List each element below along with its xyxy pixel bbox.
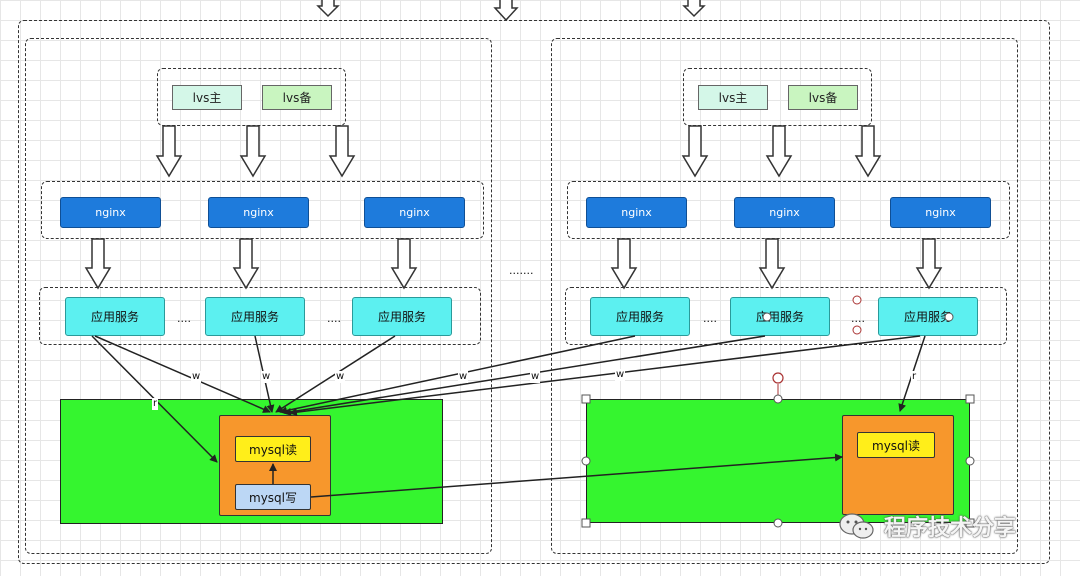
- right-lvs-backup[interactable]: lvs备: [788, 85, 858, 110]
- left-mysql-write[interactable]: mysql写: [235, 484, 311, 510]
- watermark-text: 程序技术分享: [884, 516, 1017, 541]
- edge-label-r: r: [152, 398, 159, 410]
- down-arrow-icon: [155, 125, 183, 178]
- rotate-handle-icon: [772, 372, 784, 384]
- right-lvs-primary[interactable]: lvs主: [698, 85, 768, 110]
- right-nginx-2[interactable]: nginx: [734, 197, 835, 228]
- mysql-write-label: mysql写: [249, 490, 297, 505]
- down-arrow-icon: [232, 238, 260, 290]
- app-service-label: 应用服务: [90, 310, 139, 324]
- nginx-label: nginx: [95, 206, 126, 219]
- left-ellipsis-1: ....: [177, 312, 191, 325]
- left-nginx-2[interactable]: nginx: [208, 197, 309, 228]
- right-ellipsis-1: ....: [703, 312, 717, 325]
- right-hollow-arrows: [610, 125, 943, 290]
- nginx-label: nginx: [925, 206, 956, 219]
- left-nginx-3[interactable]: nginx: [364, 197, 465, 228]
- down-arrow-icon: [316, 0, 340, 18]
- read-edges: [91, 335, 926, 463]
- right-nginx-3[interactable]: nginx: [890, 197, 991, 228]
- left-lvs-backup[interactable]: lvs备: [262, 85, 332, 110]
- right-app-3[interactable]: 应用服务: [878, 297, 978, 336]
- nginx-label: nginx: [243, 206, 274, 219]
- down-arrow-icon: [681, 125, 709, 178]
- lvs-backup-label: lvs备: [282, 91, 312, 105]
- right-app-1[interactable]: 应用服务: [590, 297, 690, 336]
- left-app-group: [39, 287, 481, 345]
- down-arrow-icon: [84, 238, 112, 290]
- selection-handles[interactable]: [581, 372, 975, 528]
- left-app-3[interactable]: 应用服务: [352, 297, 452, 336]
- left-lvs-primary[interactable]: lvs主: [172, 85, 242, 110]
- app-service-label: 应用服务: [377, 310, 426, 324]
- left-nginx-1[interactable]: nginx: [60, 197, 161, 228]
- down-arrow-icon: [493, 0, 519, 22]
- connection-points[interactable]: [762, 295, 954, 335]
- mysql-read-label: mysql读: [249, 442, 297, 457]
- down-arrow-icon: [328, 125, 356, 178]
- replication-edges: [269, 453, 843, 498]
- down-arrow-icon: [854, 125, 882, 178]
- left-app-2[interactable]: 应用服务: [205, 297, 305, 336]
- app-service-label: 应用服务: [615, 310, 664, 324]
- left-mysql-read[interactable]: mysql读: [235, 436, 311, 462]
- top-hollow-arrows: [316, 0, 706, 22]
- left-hollow-arrows: [84, 125, 418, 290]
- edge-label-w: w: [335, 371, 346, 383]
- lvs-backup-label: lvs备: [808, 91, 838, 105]
- lvs-primary-label: lvs主: [718, 91, 748, 105]
- right-nginx-1[interactable]: nginx: [586, 197, 687, 228]
- app-service-label: 应用服务: [903, 310, 952, 324]
- edge-label-w: w: [191, 371, 202, 383]
- left-region: [25, 38, 492, 554]
- watermark: 程序技术分享: [838, 510, 1016, 542]
- left-ellipsis-2: ....: [327, 312, 341, 325]
- mysql-read-label: mysql读: [872, 438, 920, 453]
- right-region: [551, 38, 1018, 554]
- down-arrow-icon: [682, 0, 706, 18]
- right-db-server: [842, 415, 954, 515]
- nginx-label: nginx: [769, 206, 800, 219]
- right-app-group: [565, 287, 1007, 345]
- lvs-primary-label: lvs主: [192, 91, 222, 105]
- down-arrow-icon: [758, 238, 786, 290]
- write-edges: [94, 335, 921, 417]
- middle-ellipsis: .......: [509, 264, 534, 277]
- edge-label-w: w: [530, 371, 541, 383]
- down-arrow-icon: [390, 238, 418, 290]
- left-nginx-group: [41, 181, 484, 239]
- right-mysql-read[interactable]: mysql读: [857, 432, 935, 458]
- right-ellipsis-2: ....: [851, 312, 865, 325]
- edge-label-w: w: [261, 371, 272, 383]
- down-arrow-icon: [765, 125, 793, 178]
- down-arrow-icon: [915, 238, 943, 290]
- edge-label-w: w: [458, 371, 469, 383]
- down-arrow-icon: [239, 125, 267, 178]
- down-arrow-icon: [610, 238, 638, 290]
- right-nginx-group: [567, 181, 1010, 239]
- edge-label-r: r: [911, 371, 918, 383]
- outer-container: [18, 20, 1050, 564]
- edge-label-w: w: [615, 369, 626, 381]
- left-app-1[interactable]: 应用服务: [65, 297, 165, 336]
- wechat-icon: [839, 513, 874, 539]
- nginx-label: nginx: [621, 206, 652, 219]
- app-service-label: 应用服务: [230, 310, 279, 324]
- nginx-label: nginx: [399, 206, 430, 219]
